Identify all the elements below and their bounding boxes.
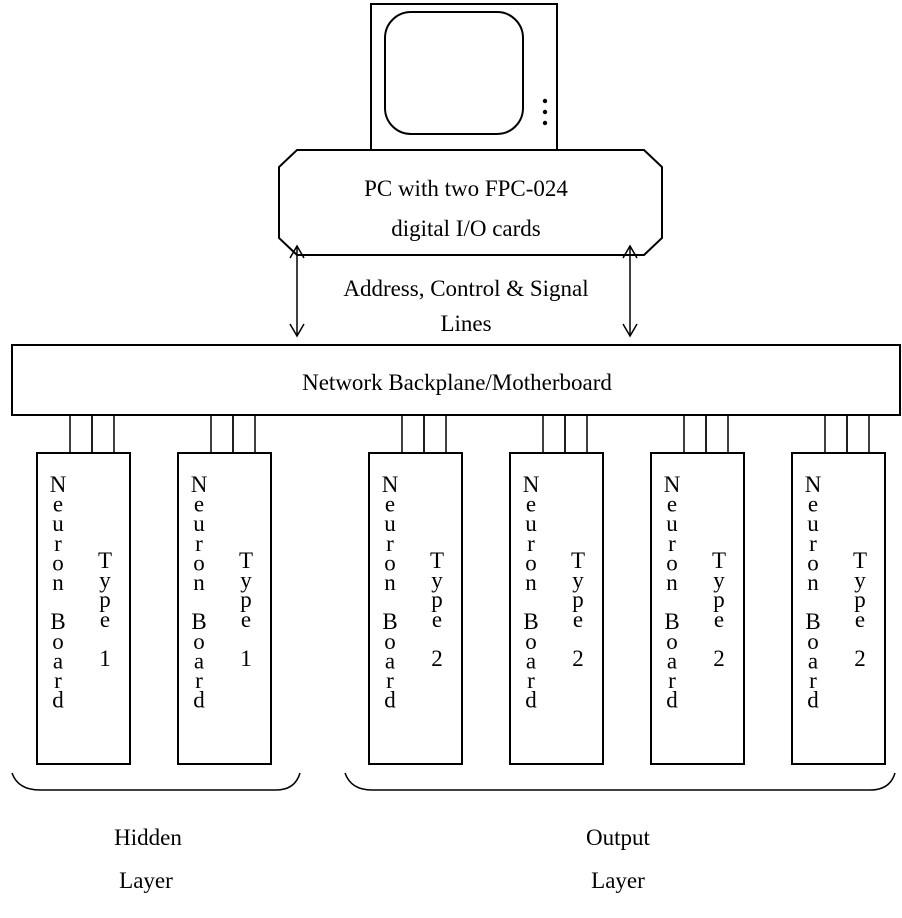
arrow-up-right-icon (622, 244, 638, 259)
board-connector-left (824, 414, 848, 454)
board-outline (650, 452, 745, 765)
bus-lines (289, 244, 638, 338)
board-outline (177, 452, 272, 765)
monitor-frame (370, 3, 558, 151)
board-connector-right (846, 414, 870, 454)
board-connector-left (210, 414, 234, 454)
board-connector-right (91, 414, 115, 454)
board-connector-right (705, 414, 729, 454)
bus-label-line2: Lines (440, 311, 491, 336)
arrow-up-left-icon (289, 244, 305, 259)
layer-braces (11, 772, 896, 791)
board-connector-left (401, 414, 425, 454)
backplane-box (11, 344, 901, 416)
board-connector-right (564, 414, 588, 454)
arrow-down-right-icon (622, 323, 638, 338)
board-connector-left (683, 414, 707, 454)
pc-box (278, 149, 663, 256)
output-layer-label-line2: Layer (591, 868, 645, 893)
board-connector-right (423, 414, 447, 454)
output-layer-brace (344, 772, 896, 791)
board-connector-left (542, 414, 566, 454)
arrow-down-left-icon (289, 323, 305, 338)
monitor-dots-icon (542, 98, 548, 126)
monitor (370, 3, 558, 151)
board-outline (791, 452, 886, 765)
hidden-layer-label-line1: Hidden (114, 825, 182, 850)
board-connector-right (232, 414, 256, 454)
board-outline (36, 452, 131, 765)
backplane-label: Network Backplane/Motherboard (302, 370, 612, 395)
output-layer-label-line1: Output (586, 825, 651, 850)
monitor-screen (384, 11, 524, 135)
hidden-layer-label-line2: Layer (119, 868, 173, 893)
board-connector-left (69, 414, 93, 454)
hidden-layer-brace (11, 772, 301, 791)
pc-label-line2: digital I/O cards (391, 216, 541, 241)
board-outline (509, 452, 604, 765)
bus-label-line1: Address, Control & Signal (343, 276, 588, 301)
pc-label-line1: PC with two FPC-024 (364, 176, 568, 201)
board-outline (368, 452, 463, 765)
